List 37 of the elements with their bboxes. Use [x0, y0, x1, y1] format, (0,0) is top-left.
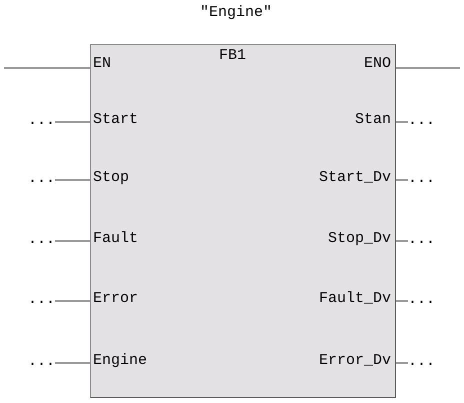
input-pin-name: Start [93, 111, 138, 129]
connection-line [396, 121, 408, 123]
unconnected-signal-text: ... [28, 112, 56, 130]
connection-line [396, 300, 408, 302]
unconnected-signal-text: ... [408, 291, 436, 309]
unconnected-signal-text: ... [28, 353, 56, 371]
function-block [90, 44, 396, 398]
output-pin-name: Start_Dv [318, 169, 391, 187]
connection-line [396, 67, 460, 69]
input-pin-name: Error [93, 290, 138, 308]
connection-line [55, 121, 90, 123]
connection-line [55, 179, 90, 181]
input-pin-name: EN [93, 55, 112, 73]
block-title: "Engine" [200, 4, 272, 22]
connection-line [55, 240, 90, 242]
unconnected-signal-text: ... [28, 291, 56, 309]
unconnected-signal-text: ... [408, 353, 436, 371]
output-pin-name: ENO [364, 55, 391, 73]
connection-line [396, 179, 408, 181]
output-pin-name: Stop_Dv [328, 230, 391, 248]
input-pin-name: Fault [93, 230, 138, 248]
connection-line [396, 240, 408, 242]
unconnected-signal-text: ... [408, 112, 436, 130]
connection-line [55, 362, 90, 364]
output-pin-name: Stan [354, 111, 391, 129]
output-pin-name: Error_Dv [318, 352, 391, 370]
block-name: FB1 [219, 47, 246, 65]
input-pin-name: Engine [93, 352, 148, 370]
connection-line [396, 362, 408, 364]
unconnected-signal-text: ... [408, 170, 436, 188]
input-pin-name: Stop [93, 169, 130, 187]
unconnected-signal-text: ... [28, 231, 56, 249]
connection-line [4, 67, 90, 69]
unconnected-signal-text: ... [28, 170, 56, 188]
connection-line [55, 300, 90, 302]
output-pin-name: Fault_Dv [318, 290, 391, 308]
unconnected-signal-text: ... [408, 231, 436, 249]
